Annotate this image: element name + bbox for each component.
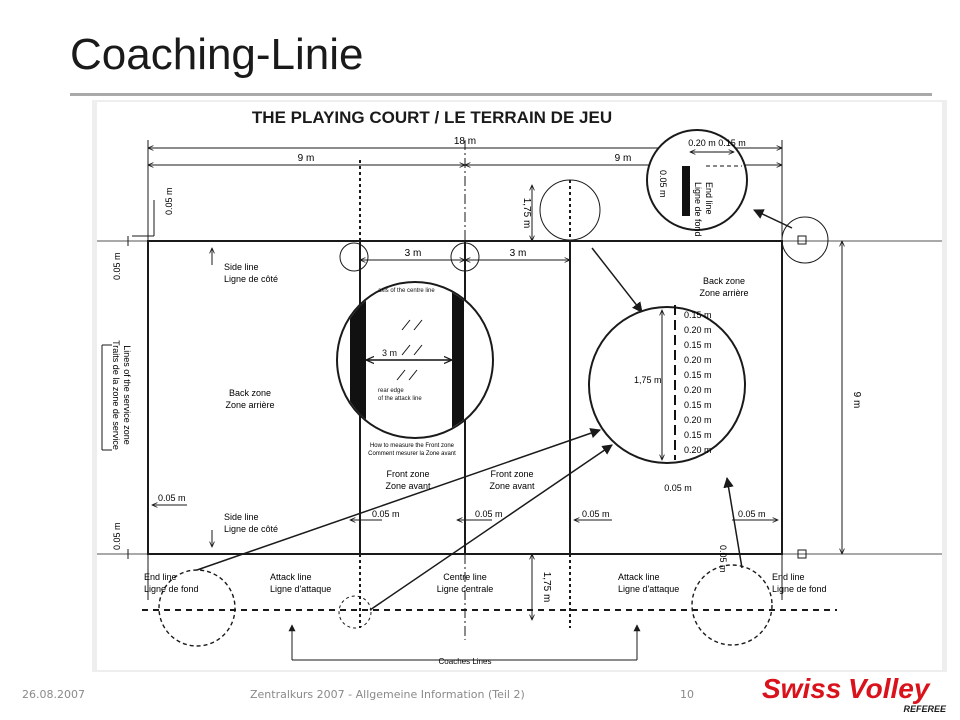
front-zone-left-fr: Zone avant	[385, 481, 431, 491]
segment-6: 0.15 m	[684, 400, 712, 410]
segment-7: 0.20 m	[684, 415, 712, 425]
service-zone-fr: Traits de la zone de service	[111, 340, 121, 450]
logo-sub-referee: REFEREE	[903, 704, 947, 714]
footer-course: Zentralkurs 2007 - Allgemeine Informatio…	[250, 688, 525, 701]
front-zone-right-fr: Zone avant	[489, 481, 535, 491]
segment-3: 0.20 m	[684, 355, 712, 365]
title-divider	[70, 93, 932, 96]
dim-18m: 18 m	[454, 136, 476, 147]
end-line-right-fr: Ligne de fond	[772, 584, 827, 594]
segment-5: 0.20 m	[684, 385, 712, 395]
axis-centre-line-label: axis of the centre line	[378, 288, 435, 294]
width-bottom-left: 0.05 m	[158, 493, 186, 503]
attack-line-left-fr: Ligne d'attaque	[270, 584, 331, 594]
back-zone-right-fr: Zone arrière	[699, 288, 748, 298]
attack-line-right-fr: Ligne d'attaque	[618, 584, 679, 594]
segment-9: 0.20 m	[684, 445, 712, 455]
dim-9m-right: 9 m	[615, 153, 632, 164]
side-line-top-fr: Ligne de côté	[224, 274, 278, 284]
slide-title: Coaching-Linie	[70, 30, 364, 79]
front-zone-measure-detail	[336, 281, 494, 439]
side-line-bottom-fr: Ligne de côté	[224, 524, 278, 534]
width-left-bottom: 0.05 m	[112, 522, 122, 550]
back-zone-right-en: Back zone	[703, 276, 745, 286]
width-circle-bottom: 0.05 m	[664, 483, 692, 493]
diagram-heading: THE PLAYING COURT / LE TERRAIN DE JEU	[252, 108, 612, 127]
back-zone-left-en: Back zone	[229, 388, 271, 398]
segment-0: 0.15 m	[684, 310, 712, 320]
width-right-bottom: 0.05 m	[718, 545, 728, 573]
centre-line-fr: Ligne centrale	[437, 584, 494, 594]
segment-8: 0.15 m	[684, 430, 712, 440]
back-zone-left-fr: Zone arrière	[225, 400, 274, 410]
measure-label-fr: Comment mesurer la Zone avant	[368, 451, 456, 457]
centre-line-en: Centre line	[443, 572, 487, 582]
end-line-detail-en: End line	[704, 182, 714, 215]
end-line-detail-fr: Ligne de fond	[693, 182, 703, 237]
logo-brand-volley: Volley	[848, 673, 931, 704]
end-line-left-fr: Ligne de fond	[144, 584, 199, 594]
width-top-left: 0.05 m	[164, 187, 174, 215]
width-c: 0.05 m	[582, 509, 610, 519]
end-line-detail	[646, 129, 748, 231]
end-line-left-en: End line	[144, 572, 177, 582]
segment-total: 1,75 m	[634, 375, 662, 385]
dim-9m-left: 9 m	[298, 153, 315, 164]
side-line-bottom-en: Side line	[224, 512, 259, 522]
width-left-top: 0.05 m	[112, 252, 122, 280]
logo-brand-swiss: Swiss	[762, 673, 841, 704]
width-b: 0.05 m	[475, 509, 503, 519]
segment-4: 0.15 m	[684, 370, 712, 380]
segment-2: 0.15 m	[684, 340, 712, 350]
service-zone-en: Lines of the service zone	[122, 345, 132, 445]
width-circle-top: 0.05 m	[658, 170, 668, 198]
footer-date: 26.08.2007	[22, 688, 85, 701]
detail-015m: 0.15 m	[718, 138, 746, 148]
dim-3m-left: 3 m	[405, 248, 422, 259]
attack-line-right-en: Attack line	[618, 572, 660, 582]
dim-3m-right: 3 m	[510, 248, 527, 259]
width-a: 0.05 m	[372, 509, 400, 519]
front-zone-left-en: Front zone	[386, 469, 429, 479]
playing-court-diagram: THE PLAYING COURT / LE TERRAIN DE JEU 18…	[92, 100, 947, 672]
side-line-top-en: Side line	[224, 262, 259, 272]
rear-edge-label-1: rear edge	[378, 388, 404, 394]
measure-label-en: How to measure the Front zone	[370, 443, 455, 449]
segment-1: 0.20 m	[684, 325, 712, 335]
end-line-right-en: End line	[772, 572, 805, 582]
rear-edge-label-2: of the attack line	[378, 396, 422, 402]
attack-line-left-en: Attack line	[270, 572, 312, 582]
dim-coach-box-top: 1,75 m	[521, 198, 532, 229]
inner-3m-label: 3 m	[382, 348, 397, 358]
swissvolley-referee-logo: Swiss Volley REFEREE	[762, 673, 947, 714]
front-zone-right-en: Front zone	[490, 469, 533, 479]
detail-020m: 0.20 m	[688, 138, 716, 148]
footer-page-number: 10	[680, 688, 694, 701]
coaches-lines-label: Coaches Lines	[439, 657, 492, 666]
dim-9m-side: 9 m	[851, 392, 862, 409]
width-d: 0.05 m	[738, 509, 766, 519]
dim-coach-box-bottom: 1,75 m	[541, 572, 552, 603]
coach-line-segment-detail	[588, 305, 746, 464]
